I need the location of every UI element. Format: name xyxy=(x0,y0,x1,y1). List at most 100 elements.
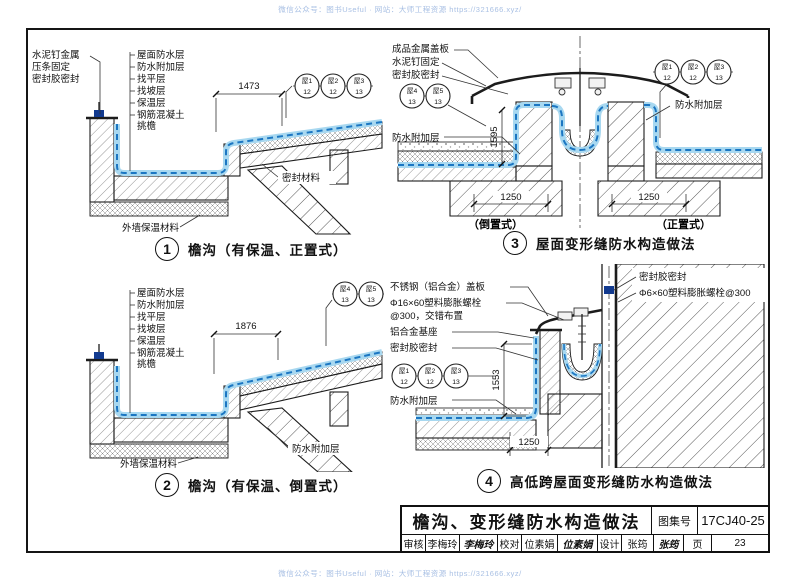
label-slope: 找坡层 xyxy=(137,85,166,97)
detail-caption-text: 高低跨屋面变形缝防水构造做法 xyxy=(510,475,713,490)
label-rc: 钢筋混凝土 xyxy=(137,109,185,121)
tag-roof2: 屋2 xyxy=(328,77,339,85)
tag-roof3-page: 13 xyxy=(355,89,363,96)
structure xyxy=(86,344,383,472)
label-leveling: 找平层 xyxy=(137,311,166,323)
label-leveling: 找平层 xyxy=(137,73,166,85)
detail-number-badge: 2 xyxy=(155,473,179,497)
waterproof-membrane xyxy=(416,336,602,421)
label-cement-nail: 水泥钉金属 xyxy=(32,49,80,61)
tag-roof3: 屋3 xyxy=(354,77,365,85)
label-extra-waterproof: 防水附加层 xyxy=(390,395,438,407)
detail-gutter-inverted-drawing: 屋面防水层 防水附加层 找平层 找坡层 保温层 钢筋混凝土 挑檐 1876 屋4… xyxy=(86,281,384,472)
label-wall-insulation: 外墙保温材料 xyxy=(122,222,180,234)
label-rc: 钢筋混凝土 xyxy=(137,347,185,359)
label-sealant: 密封胶密封 xyxy=(392,69,440,81)
tag-roof4: 屋4 xyxy=(340,285,351,293)
design-signature: 张筠 xyxy=(654,535,684,551)
fixing-labels: 成品金属盖板 水泥钉固定 密封胶密封 xyxy=(392,43,509,95)
detail-number-badge: 4 xyxy=(477,469,501,493)
structure xyxy=(415,264,765,468)
detail-number-badge: 3 xyxy=(503,231,527,255)
dim-1473: 1473 xyxy=(238,81,259,92)
tag-roof1: 屋1 xyxy=(399,367,410,375)
label-insulation: 保温层 xyxy=(137,335,166,347)
label-roof-waterproof: 屋面防水层 xyxy=(137,287,185,299)
design-label: 设计 xyxy=(598,535,622,551)
label-seal-material: 密封材料 xyxy=(282,172,321,184)
proof-label: 校对 xyxy=(498,535,522,551)
tag-roof4-page: 13 xyxy=(341,297,349,304)
page-number: 23 xyxy=(734,537,746,549)
layer-labels: 屋面防水层 防水附加层 找平层 找坡层 保温层 钢筋混凝土 挑檐 xyxy=(129,287,185,413)
title-block: 檐沟、变形缝防水构造做法 图集号 17CJ40-25 审核 李梅玲 李梅玲 校对… xyxy=(400,505,770,553)
wall-insulation-label: 外墙保温材料 xyxy=(122,214,201,234)
label-batten-fix: 压条固定 xyxy=(32,61,71,73)
tag-roof3-page: 13 xyxy=(452,379,460,386)
sheet-title: 檐沟、变形缝防水构造做法 xyxy=(402,507,652,534)
reference-tags-left: 屋4 13 屋5 13 xyxy=(399,83,487,127)
label-roof-waterproof: 屋面防水层 xyxy=(137,49,185,61)
dimension-1250-left: 1250 xyxy=(470,191,552,212)
tag-roof2-page: 12 xyxy=(689,75,697,82)
detail-2-caption: 2 檐沟（有保温、倒置式） xyxy=(155,473,348,497)
tag-roof1-page: 12 xyxy=(400,379,408,386)
detail-highlow-joint-drawing: 密封胶密封 Φ6×60塑料膨胀螺栓@300 不锈钢（铝合金）盖板 Φ16×60塑… xyxy=(390,264,766,468)
tag-roof1-page: 12 xyxy=(303,89,311,96)
detail-4-caption: 4 高低跨屋面变形缝防水构造做法 xyxy=(477,469,713,493)
label-insulation: 保温层 xyxy=(137,97,166,109)
dim-1250: 1250 xyxy=(518,437,539,448)
waterproof-membrane xyxy=(398,102,762,168)
wall-insulation-label: 外墙保温材料 xyxy=(120,456,199,470)
dimension-1250: 1250 xyxy=(506,432,552,456)
extra-waterproof-label: 防水附加层 xyxy=(267,427,346,455)
tag-roof5-page: 13 xyxy=(434,99,442,106)
tag-roof1-page: 12 xyxy=(663,75,671,82)
design-name: 张筠 xyxy=(622,535,654,551)
cover-plate xyxy=(470,68,690,126)
reference-tags: 屋4 13 屋5 13 xyxy=(325,281,384,346)
label-sealant: 密封胶密封 xyxy=(32,73,80,85)
label-bolt: Φ16×60塑料膨胀螺栓 xyxy=(390,297,482,309)
layer-labels: 屋面防水层 防水附加层 找平层 找坡层 保温层 钢筋混凝土 挑檐 xyxy=(129,49,185,171)
label-slope: 找坡层 xyxy=(137,323,166,335)
subcaption-inverted: （倒置式） xyxy=(468,217,523,230)
proof-name: 位素娟 xyxy=(522,535,558,551)
detail-caption-text: 屋面变形缝防水构造做法 xyxy=(536,237,696,252)
label-wall-insulation: 外墙保温材料 xyxy=(120,458,178,470)
tag-roof3: 屋3 xyxy=(451,367,462,375)
drawing-border xyxy=(26,28,770,553)
watermark-top: 微信公众号：图书Useful · 网站：大师工程资源 https://32166… xyxy=(278,5,522,14)
right-labels: 密封胶密封 Φ6×60塑料膨胀螺栓@300 xyxy=(613,268,766,303)
detail-caption-text: 檐沟（有保温、倒置式） xyxy=(188,479,348,494)
tag-roof2: 屋2 xyxy=(425,367,436,375)
label-extra-waterproof: 防水附加层 xyxy=(137,299,185,311)
label-bolt-spacing: @300，交错布置 xyxy=(390,310,463,322)
seal-material-label: 密封材料 xyxy=(261,163,336,184)
proof-signature: 位素娟 xyxy=(558,535,598,551)
dim-1250-right: 1250 xyxy=(638,192,659,203)
vertical-dim-1553: 1553 xyxy=(491,340,532,420)
dimension-1473: 1473 xyxy=(212,81,286,132)
detail-3-caption: 3 屋面变形缝防水构造做法 xyxy=(503,231,696,255)
atlas-number-label: 图集号 xyxy=(652,507,698,534)
tag-roof4: 屋4 xyxy=(407,87,418,95)
review-signature: 李梅玲 xyxy=(460,535,498,551)
label-extra-waterproof: 防水附加层 xyxy=(292,443,340,455)
tag-roof3: 屋3 xyxy=(714,63,725,71)
dim-1876: 1876 xyxy=(235,321,256,332)
label-cement-nail-fix: 水泥钉固定 xyxy=(392,56,440,68)
extra-waterproof-right: 防水附加层 xyxy=(645,98,730,121)
label-extra-waterproof: 防水附加层 xyxy=(137,61,185,73)
tag-roof5-page: 13 xyxy=(367,297,375,304)
dim-1250-left: 1250 xyxy=(500,192,521,203)
extra-waterproof-label: 防水附加层 xyxy=(390,395,517,415)
tag-roof1: 屋1 xyxy=(302,77,313,85)
detail-roof-joint-drawing: 成品金属盖板 水泥钉固定 密封胶密封 屋4 13 屋5 13 防水附加层 159… xyxy=(392,36,763,230)
page-label: 页 xyxy=(684,535,712,551)
waterproof-membrane xyxy=(114,349,383,418)
reference-tags-right: 屋1 12 屋2 12 屋3 13 xyxy=(653,59,733,138)
detail-caption-text: 檐沟（有保温、正置式） xyxy=(188,243,348,258)
tag-roof5: 屋5 xyxy=(433,87,444,95)
